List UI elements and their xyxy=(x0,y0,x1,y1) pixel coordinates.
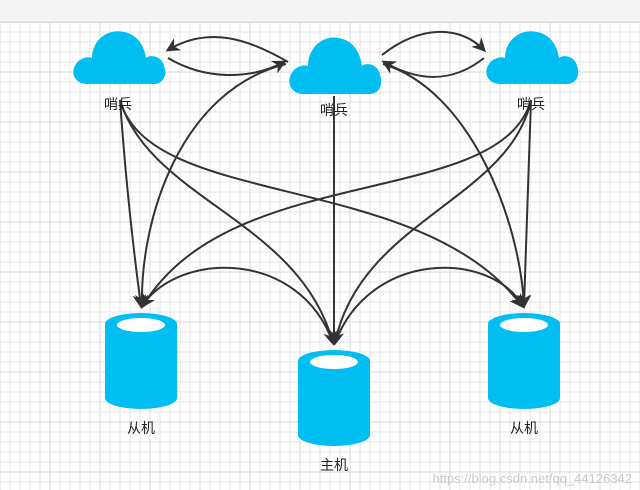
edge-sentinel-2-to-slave-1 xyxy=(134,63,287,309)
edges-layer xyxy=(119,30,532,346)
edge-sentinel-2-to-sentinel-3 xyxy=(381,30,486,56)
cylinder-top-highlight xyxy=(310,355,358,369)
nodes-layer xyxy=(73,31,579,446)
cylinder-body xyxy=(488,313,560,409)
sentinel-1-label: 哨兵 xyxy=(104,97,132,113)
edge-master-to-slave-1 xyxy=(140,266,334,344)
edge-sentinel-3-to-slave-2 xyxy=(517,99,532,309)
cylinder-body xyxy=(105,313,177,409)
sentinel-2-cloud-icon xyxy=(289,37,382,94)
edge-sentinel-2-to-sentinel-1 xyxy=(165,36,289,63)
edge-master-to-slave-2 xyxy=(334,266,525,344)
cloud-shape xyxy=(289,37,382,94)
sentinel-3-cloud-icon xyxy=(486,31,579,84)
sentinel-2-label: 哨兵 xyxy=(320,103,348,119)
slave-1-label: 从机 xyxy=(127,421,155,437)
sentinel-1-cloud-icon xyxy=(73,31,166,84)
cloud-shape xyxy=(486,31,579,84)
edge-sentinel-1-to-slave-2 xyxy=(119,99,524,309)
cylinder-top-highlight xyxy=(117,318,165,332)
master-database-icon xyxy=(298,350,370,446)
edge-sentinel-2-to-slave-2 xyxy=(382,63,531,309)
edge-sentinel-1-to-master xyxy=(119,99,337,346)
sentinel-3-label: 哨兵 xyxy=(517,97,545,113)
edge-sentinel-3-to-master xyxy=(330,99,532,346)
edge-sentinel-3-to-slave-1 xyxy=(141,99,532,309)
cylinder-body xyxy=(298,350,370,446)
edge-sentinel-1-to-slave-1 xyxy=(119,99,147,309)
cylinder-top-highlight xyxy=(500,318,548,332)
slave-2-database-icon xyxy=(488,313,560,409)
slave-2-label: 从机 xyxy=(510,421,538,437)
watermark-text: https://blog.csdn.net/qq_44126342 xyxy=(432,471,633,486)
cloud-shape xyxy=(73,31,166,84)
slave-1-database-icon xyxy=(105,313,177,409)
master-label: 主机 xyxy=(320,458,348,474)
edge-sentinel-3-to-sentinel-2 xyxy=(381,57,485,78)
